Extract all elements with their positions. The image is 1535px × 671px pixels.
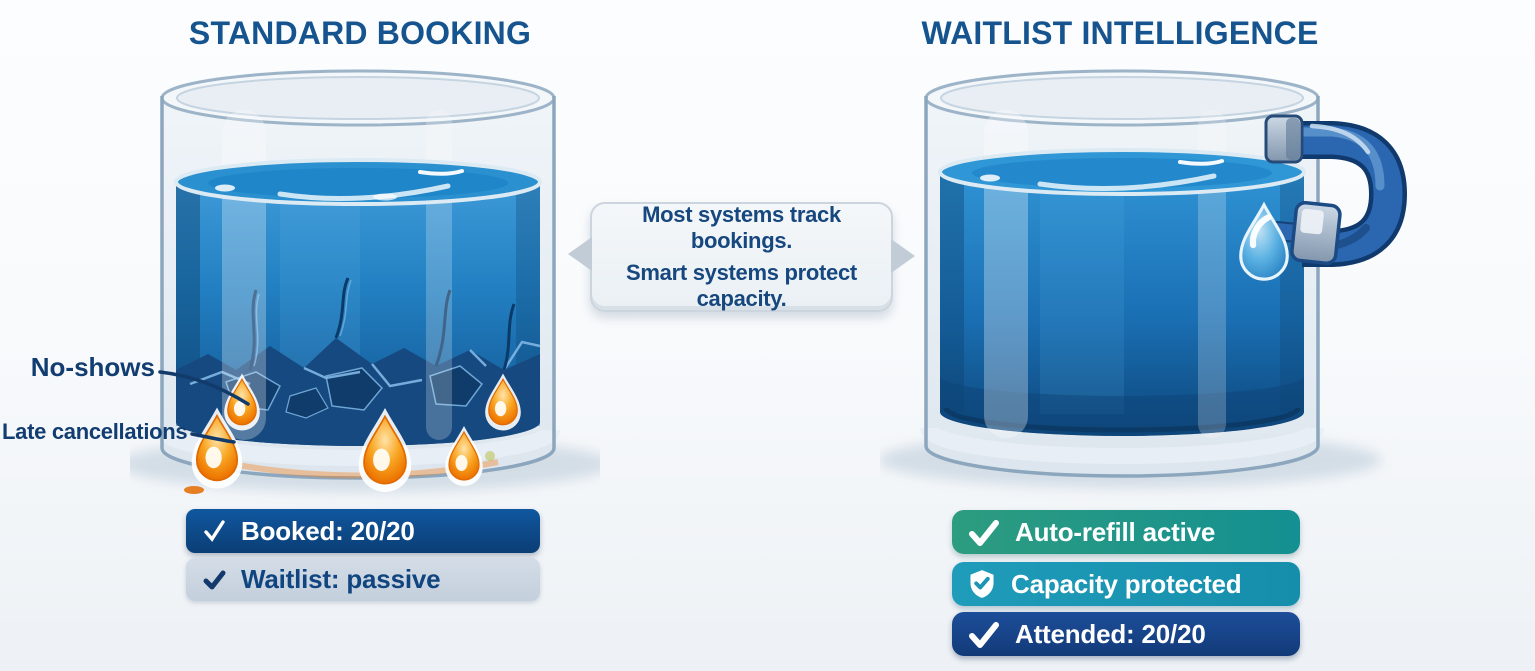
shield-check-icon: [968, 569, 996, 599]
bubble-tail-left: [568, 237, 592, 271]
splash-dot: [485, 451, 495, 461]
leak-drops: [184, 373, 521, 494]
bubble-text-line-2: Smart systems protect capacity.: [626, 260, 857, 311]
water-fill: [940, 172, 1304, 436]
attended-status-badge: Attended: 20/20: [952, 612, 1300, 656]
glass-base: [920, 96, 1324, 478]
leak-drop-icon: [358, 408, 412, 492]
leak-drop-icon: [191, 407, 243, 489]
no-shows-connector-line: [158, 370, 250, 406]
leak-drop-icon: [445, 426, 483, 486]
badge-label: Auto-refill active: [1015, 516, 1216, 547]
splash-dot: [184, 486, 204, 494]
right-panel-title: WAITLIST INTELLIGENCE: [921, 15, 1319, 51]
center-message-bubble: Most systems track bookings. Smart syste…: [568, 202, 915, 312]
badge-label: Booked: 20/20: [241, 515, 415, 546]
capacity-protected-badge: Capacity protected: [952, 562, 1300, 606]
waitlist-intelligence-glass-illustration: [880, 69, 1408, 488]
badge-label: Attended: 20/20: [1015, 618, 1206, 649]
pipe-valve: [1270, 200, 1342, 265]
late-cancellations-label: Late cancellations: [2, 419, 188, 444]
late-cancellations-connector-line: [190, 432, 236, 444]
booked-status-badge: Booked: 20/20: [186, 509, 540, 553]
water-surface: [938, 148, 1306, 196]
check-icon: [968, 519, 1000, 546]
check-icon: [202, 568, 226, 592]
badge-label: Waitlist: passive: [241, 564, 441, 594]
check-icon: [968, 621, 1000, 648]
water-drop-icon: [1239, 201, 1289, 281]
check-icon: [202, 519, 226, 543]
bubble-text-line-1: Most systems track bookings.: [642, 202, 841, 253]
pipe-coupling-shade: [1286, 118, 1300, 160]
refill-pipe-icon: [1264, 114, 1408, 267]
badge-label: Capacity protected: [1011, 568, 1242, 599]
callout-connector-lines: [158, 370, 250, 444]
water-surface: [174, 158, 542, 206]
auto-refill-badge: Auto-refill active: [952, 510, 1300, 554]
leak-drop-icon: [485, 373, 521, 431]
leak-drop-icon: [224, 373, 260, 431]
no-shows-label: No-shows: [30, 352, 155, 382]
bubble-tail-right: [891, 239, 915, 273]
waitlist-status-badge: Waitlist: passive: [186, 558, 540, 601]
left-panel-title: STANDARD BOOKING: [188, 15, 532, 51]
